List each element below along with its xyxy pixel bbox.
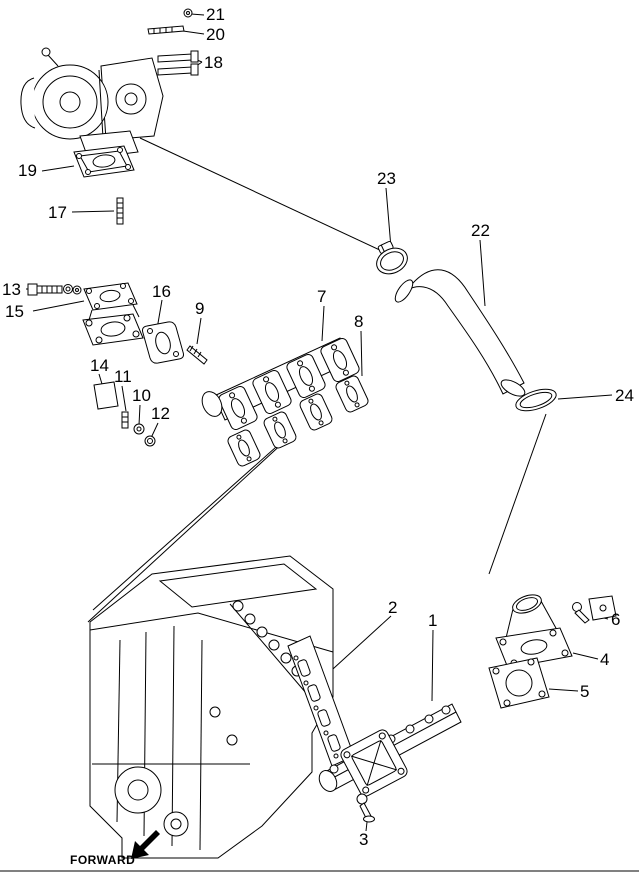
callout-18: 18: [204, 53, 223, 72]
callout-14: 14: [90, 356, 109, 375]
elbow-gasket: [142, 321, 184, 364]
callout-22: 22: [471, 221, 490, 240]
elbow-bolt: [572, 595, 617, 624]
forward-arrow-icon: [131, 830, 160, 859]
forward-label: FORWARD: [70, 853, 135, 867]
callout-15: 15: [5, 302, 24, 321]
manifold-bolt: [356, 793, 375, 823]
manifold-stud: [186, 345, 208, 365]
callout-8: 8: [354, 312, 363, 331]
small-hardware: [93, 381, 156, 447]
callout-5: 5: [580, 682, 589, 701]
callout-10: 10: [132, 386, 151, 405]
intake-gasket: [287, 635, 355, 767]
callout-19: 19: [18, 161, 37, 180]
turbo-gasket: [73, 145, 135, 178]
outlet-gasket: [488, 657, 550, 709]
leader-lines: [26, 13, 613, 832]
callout-17: 17: [48, 203, 67, 222]
callout-7: 7: [317, 287, 326, 306]
callout-21: 21: [206, 5, 225, 24]
engine-block: [89, 555, 334, 859]
exhaust-pipe: [394, 269, 526, 397]
callout-23: 23: [377, 169, 396, 188]
exhaust-elbow-adapter: [82, 282, 144, 346]
callout-6: 6: [611, 610, 620, 629]
callout-20: 20: [206, 25, 225, 44]
callout-4: 4: [600, 650, 609, 669]
hose-clamp: [376, 240, 408, 275]
callout-1: 1: [428, 611, 437, 630]
callout-3: 3: [359, 830, 368, 849]
callout-labels: 21 20 18 19 17 13 15 16 9 7 8 14 11 10 1…: [2, 5, 634, 849]
forward-marker: FORWARD: [70, 830, 160, 867]
callout-24: 24: [615, 386, 634, 405]
exhaust-manifold: [201, 337, 360, 430]
stud: [116, 197, 124, 225]
turbocharger: [20, 47, 164, 159]
callout-11: 11: [114, 367, 132, 386]
intake-manifold: [318, 703, 462, 797]
pipe-clamp-ring: [515, 388, 557, 412]
callout-12: 12: [151, 404, 170, 423]
callout-16: 16: [152, 282, 171, 301]
turbo-mounting-fasteners: [147, 8, 199, 76]
manifold-port-gaskets: [227, 375, 369, 467]
callout-13: 13: [2, 280, 21, 299]
callout-9: 9: [195, 299, 204, 318]
callout-2: 2: [388, 598, 397, 617]
bolt-with-washers: [27, 283, 82, 296]
outlet-elbow: [495, 594, 573, 669]
